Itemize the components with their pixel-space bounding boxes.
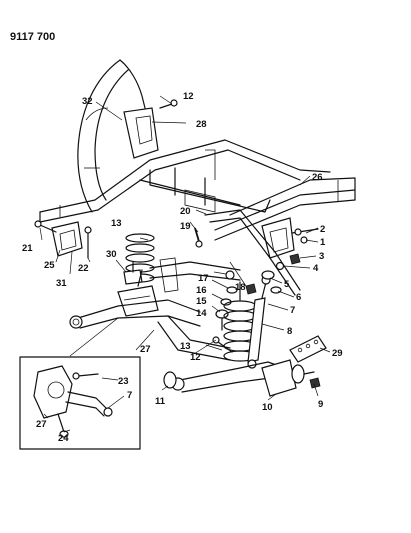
callout-16: 16 — [196, 285, 207, 296]
leader-lines — [39, 95, 331, 433]
detail-inset — [19, 356, 141, 450]
nut-18 — [239, 281, 257, 301]
shock-absorber-8 — [247, 275, 271, 369]
callout-13-upper: 13 — [111, 218, 122, 229]
callout-29: 29 — [332, 348, 343, 359]
bracket-28 — [123, 107, 159, 159]
callout-8: 8 — [287, 326, 292, 337]
plate-29 — [289, 335, 327, 363]
detail-leader — [69, 317, 119, 357]
callout-30: 30 — [106, 249, 117, 260]
callout-3: 3 — [319, 251, 324, 262]
spindle-10 — [261, 359, 315, 397]
callout-4: 4 — [313, 263, 319, 274]
callout-6: 6 — [296, 292, 301, 303]
nut-9 — [309, 377, 321, 389]
callout-12-top: 12 — [183, 91, 194, 102]
callout-12-lower: 12 — [190, 352, 201, 363]
callout-10: 10 — [262, 402, 273, 413]
callout-1: 1 — [320, 237, 326, 248]
bushing-5 — [261, 270, 275, 280]
callout-7-detail: 7 — [127, 390, 132, 401]
mount-17 — [225, 270, 235, 280]
callout-14: 14 — [196, 308, 207, 319]
washer-6 — [270, 286, 282, 294]
part-number: 9117 700 — [10, 31, 55, 43]
wheelhouse-panel — [77, 59, 151, 213]
bushing-16 — [226, 286, 238, 294]
callout-11: 11 — [155, 396, 166, 407]
callout-20: 20 — [180, 206, 191, 217]
callout-19: 19 — [180, 221, 191, 232]
callout-26: 26 — [312, 172, 323, 183]
bushing-14 — [215, 309, 229, 331]
callout-25: 25 — [44, 260, 55, 271]
upper-control-arm — [149, 257, 241, 293]
callout-17: 17 — [198, 273, 209, 284]
callout-21: 21 — [22, 243, 33, 254]
lower-control-arm-27 — [69, 299, 231, 361]
callout-27-main: 27 — [140, 344, 151, 355]
callout-28: 28 — [196, 119, 207, 130]
ball-joint-30 — [123, 261, 143, 285]
bolt-12-top — [159, 99, 178, 109]
callout-13-lower: 13 — [180, 341, 191, 352]
callout-32: 32 — [82, 96, 93, 107]
callout-24: 24 — [58, 433, 69, 444]
callout-23: 23 — [118, 376, 129, 387]
callout-31: 31 — [56, 278, 67, 289]
callout-7-main: 7 — [290, 305, 295, 316]
frame-bracket-right — [261, 217, 295, 259]
callout-labels: 12 32 28 26 2 1 3 4 5 6 7 8 29 9 10 11 1… — [22, 91, 343, 444]
strut-rod-19 — [194, 227, 203, 248]
nut-3 — [289, 253, 301, 265]
bolt-21 — [34, 220, 57, 233]
callout-27-detail: 27 — [36, 419, 47, 430]
knuckle-assembly — [117, 269, 159, 317]
bolt-22 — [84, 226, 92, 259]
bracket-25 — [51, 221, 83, 257]
callout-2: 2 — [320, 224, 325, 235]
callout-5: 5 — [284, 279, 290, 290]
callout-15: 15 — [196, 296, 207, 307]
frame-rails — [39, 139, 356, 241]
callout-18: 18 — [235, 282, 246, 293]
callout-22: 22 — [78, 263, 89, 274]
callout-9: 9 — [318, 399, 323, 410]
link-20 — [204, 209, 301, 296]
bushing-11 — [163, 371, 177, 389]
